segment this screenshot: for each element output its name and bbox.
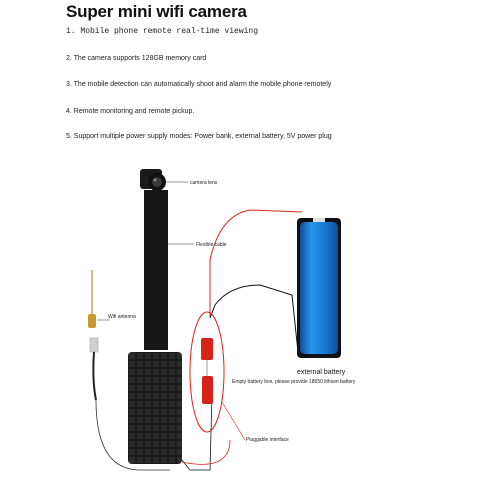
battery-icon bbox=[297, 218, 341, 358]
flexible-cable bbox=[144, 190, 168, 350]
label-flexible-cable: Flexible cable bbox=[196, 242, 227, 248]
feature-item-5: 5. Support multiple power supply modes: … bbox=[66, 133, 332, 140]
wifi-antenna-icon bbox=[88, 270, 170, 471]
connector-icon bbox=[201, 338, 213, 404]
pluggable-interface-highlight bbox=[189, 311, 225, 433]
feature-item-3: 3. The mobile detection can automaticall… bbox=[66, 81, 332, 88]
label-battery-note: Empty battery box, please provide 18650 … bbox=[232, 379, 356, 385]
label-camera-lens: camera lens bbox=[190, 180, 218, 186]
label-pluggable-interface: Pluggable interface bbox=[246, 437, 289, 443]
feature-item-2: 2. The camera supports 128GB memory card bbox=[66, 55, 207, 62]
label-wifi-antenna: Wifi antenna bbox=[108, 314, 136, 320]
page-title: Super mini wifi camera bbox=[66, 2, 247, 21]
feature-item-1: 1. Mobile phone remote real-time viewing bbox=[66, 27, 259, 36]
label-external-battery: external battery bbox=[297, 369, 346, 376]
camera-lens-icon bbox=[140, 169, 166, 191]
feature-item-4: 4. Remote monitoring and remote pickup. bbox=[66, 108, 195, 115]
camera-module bbox=[128, 352, 182, 464]
